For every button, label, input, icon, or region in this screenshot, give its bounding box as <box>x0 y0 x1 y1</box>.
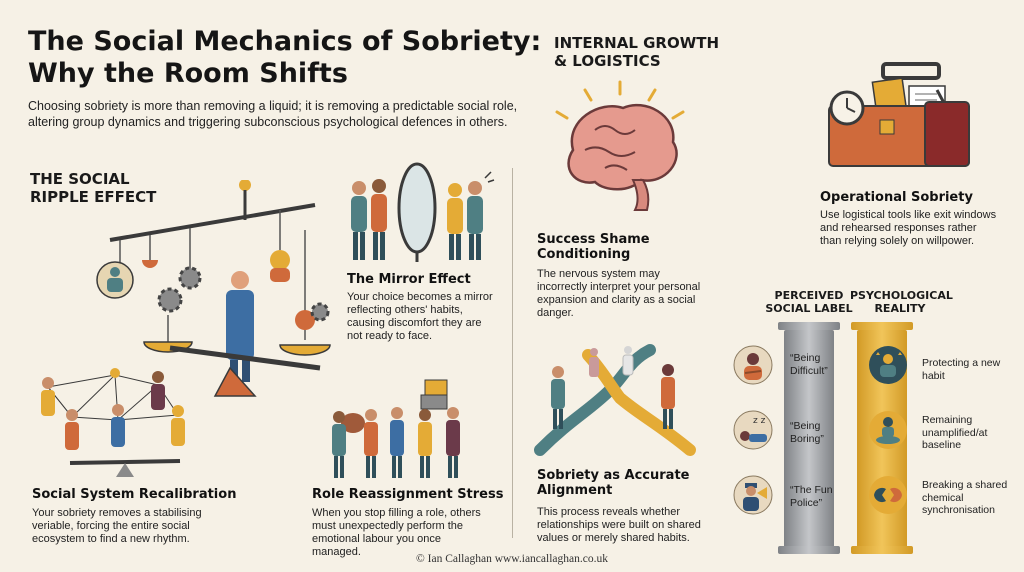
mirror-illustration <box>351 162 495 262</box>
success-shame-heading: Success Shame Conditioning <box>537 232 650 262</box>
grey-pillar-cap <box>778 322 840 330</box>
svg-text:z z: z z <box>753 416 766 426</box>
grey-pillar-base <box>778 546 840 554</box>
recalibration-text: Your sobriety removes a stabilising veri… <box>32 507 202 545</box>
success-shame-text: The nervous system may incorrectly inter… <box>537 268 701 319</box>
copyright-credit: © Ian Callaghan www.iancallaghan.co.uk <box>416 553 608 565</box>
operational-heading: Operational Sobriety <box>820 190 973 205</box>
social-network-illustration <box>41 368 185 477</box>
label-being-boring: “Being Boring” <box>790 420 824 445</box>
crossed-arms-person-icon <box>733 345 773 385</box>
internal-section-heading: INTERNAL GROWTH & LOGISTICS <box>554 34 720 70</box>
subtitle: Choosing sobriety is more than removing … <box>28 99 518 129</box>
column-divider <box>512 168 513 538</box>
brain-icon <box>555 80 685 211</box>
reality-unamplified: Remaining unamplified/at baseline <box>922 414 988 451</box>
recalibration-heading: Social System Recalibration <box>32 487 237 502</box>
diverging-path-illustration <box>534 344 696 456</box>
gold-pillar-cap <box>851 322 913 330</box>
ripple-section-heading: THE SOCIAL RIPPLE EFFECT <box>30 170 157 206</box>
gold-pillar-base <box>851 546 913 554</box>
alignment-text: This process reveals whether relationshi… <box>537 506 701 544</box>
perceived-label-header: PERCEIVED SOCIAL LABEL <box>765 289 853 315</box>
label-being-difficult: “Being Difficult” <box>790 352 828 377</box>
role-reassignment-illustration <box>332 379 460 478</box>
broken-link-icon <box>869 476 907 514</box>
balance-scale-illustration <box>96 180 331 397</box>
mirror-effect-heading: The Mirror Effect <box>347 272 471 287</box>
label-fun-police: “The Fun Police” <box>790 484 833 509</box>
protected-person-icon <box>869 346 907 384</box>
psych-reality-header: PSYCHOLOGICAL REALITY <box>850 289 953 315</box>
meditating-person-icon <box>869 411 907 449</box>
role-stress-heading: Role Reassignment Stress <box>312 487 504 502</box>
role-stress-text: When you stop filling a role, others mus… <box>312 507 481 558</box>
mirror-effect-text: Your choice becomes a mirror reflecting … <box>347 291 493 342</box>
alignment-heading: Sobriety as Accurate Alignment <box>537 468 690 498</box>
toolbox-icon <box>828 62 970 167</box>
police-megaphone-icon <box>733 475 773 515</box>
operational-text: Use logistical tools like exit windows a… <box>820 209 997 247</box>
sleeping-person-icon: z z <box>733 410 773 450</box>
page-title: The Social Mechanics of Sobriety: Why th… <box>28 26 542 89</box>
reality-breaking-synchronisation: Breaking a shared chemical synchronisati… <box>922 479 1008 516</box>
perceived-label-pillar <box>784 330 834 548</box>
reality-protecting-habit: Protecting a new habit <box>922 357 1001 382</box>
